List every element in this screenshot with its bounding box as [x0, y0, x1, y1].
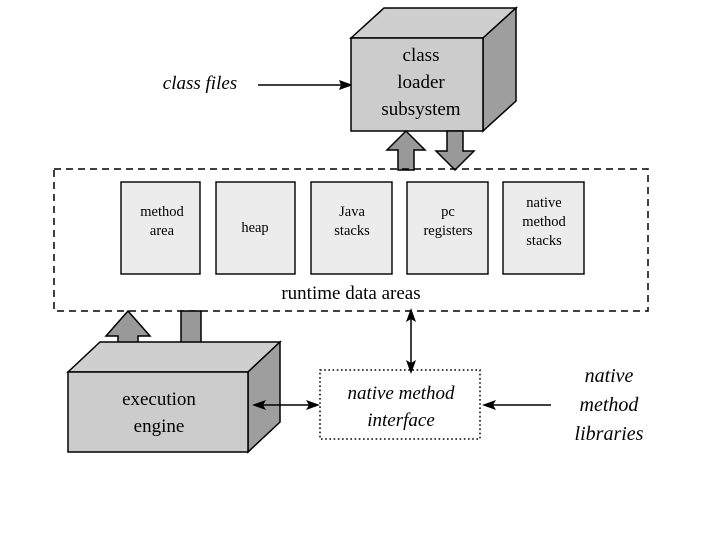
- loader-to-runtime-up-block-arrow: [385, 129, 427, 171]
- runtime-box-java-stacks: [310, 181, 393, 275]
- runtime-to-nmi-double-arrow: [406, 308, 416, 374]
- runtime-box-heap: [215, 181, 296, 275]
- runtime-box-native-method-stacks: [502, 181, 585, 275]
- engine-to-nmi-double-arrow: [252, 400, 320, 410]
- class-files-to-loader-arrow: [258, 80, 353, 90]
- runtime-box-pc-registers: [406, 181, 489, 275]
- runtime-box-method-area: [120, 181, 201, 275]
- loader-to-runtime-down-block-arrow: [434, 130, 476, 172]
- class-loader-subsystem-box: [349, 6, 518, 133]
- native-method-interface-box: [319, 369, 481, 440]
- execution-engine-box: [66, 340, 282, 454]
- libraries-to-nmi-arrow: [482, 400, 551, 410]
- runtime-data-areas-container: [53, 168, 649, 312]
